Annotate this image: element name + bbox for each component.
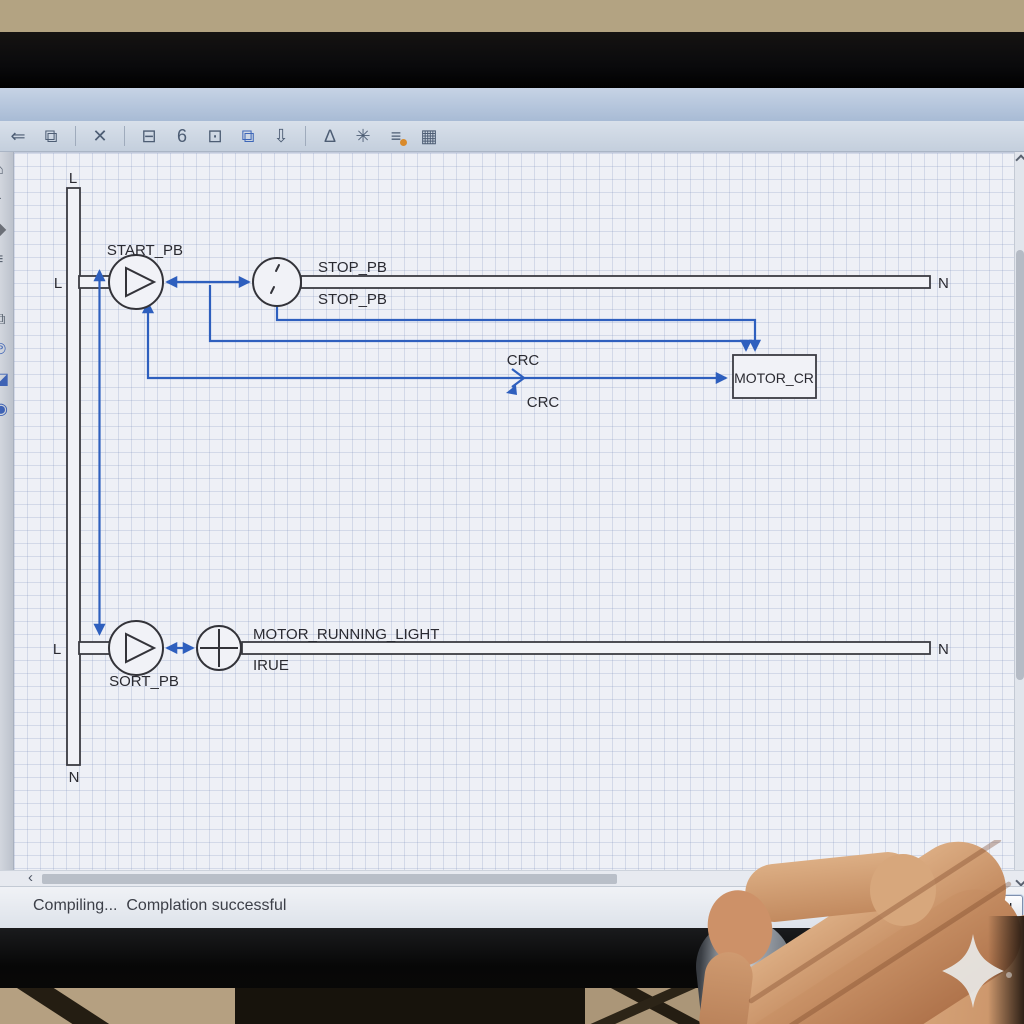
sidebar-home-icon[interactable]: ⌂ [0, 162, 4, 178]
ladder-canvas[interactable] [14, 152, 1014, 871]
grid-icon[interactable]: ▦ [420, 126, 438, 146]
toolbar-separator [75, 126, 76, 146]
ladder-diagram: L N L N L N START_PB STOP_PB STOP_PB CRC… [53, 170, 949, 786]
sort-lines-icon[interactable]: ≡ [384, 124, 408, 148]
hand-knuckle [870, 854, 936, 926]
accent-dot [400, 139, 407, 146]
copy-icon[interactable]: ⧉ [44, 126, 58, 146]
rung1-left-stub[interactable] [78, 275, 112, 289]
start-pb-triangle-icon [125, 266, 157, 298]
rung2-rail[interactable] [241, 641, 931, 655]
label-crc-below: CRC [527, 394, 560, 411]
sort-pb-triangle-icon [125, 632, 157, 664]
paste-icon[interactable]: ⧉ [241, 126, 255, 146]
stop-pb-mark-bottom [270, 286, 275, 294]
monitor-stand-leg [0, 988, 133, 1024]
wire-feedback-to-coil[interactable] [141, 301, 728, 385]
stop-pb-mark-top [275, 264, 280, 272]
title-bar [0, 88, 1024, 122]
compile-status-text: Compiling... Complation successful [33, 897, 287, 914]
crc-chevron[interactable] [511, 368, 526, 388]
sidebar-target-icon[interactable]: ◉ [0, 402, 8, 418]
label-rung1-right: N [938, 275, 949, 292]
rung2-left-stub[interactable] [78, 641, 112, 655]
monitor-bezel-top [0, 32, 1024, 88]
back-icon[interactable]: ⇐ [10, 126, 26, 146]
label-rung2-left: L [53, 641, 61, 658]
toolbar-icons: ⇐ ⧉ ✕ ⊟ 6 ⊡ ⧉ ⇩ ∆ ✳ ≡ ▦ [0, 121, 1024, 152]
vertical-scroll-thumb[interactable] [1016, 250, 1024, 680]
label-rung2-right: N [938, 641, 949, 658]
delete-icon[interactable]: ✕ [92, 126, 108, 146]
sidebar-pages-icon[interactable]: ⧉ [0, 312, 5, 328]
label-rail-top: L [69, 170, 77, 187]
left-power-rail[interactable] [66, 187, 81, 766]
sidebar-layers-icon[interactable]: ◪ [0, 372, 9, 388]
sidebar-contact-icon[interactable]: ⊦ [0, 192, 2, 208]
application-window: PLC Program - Water Treatment Plant LD ⇐… [0, 88, 1024, 929]
sort-pb-contact[interactable] [108, 620, 164, 676]
undo-icon[interactable]: 6 [176, 126, 187, 146]
label-stop-pb-below: STOP_PB [318, 291, 387, 308]
scroll-left-icon[interactable]: ‹ [28, 869, 33, 886]
label-crc-above: CRC [507, 352, 540, 369]
label-stop-pb-above: STOP_PB [318, 259, 387, 276]
toolbar-separator [124, 126, 125, 146]
rung1-rail[interactable] [300, 275, 931, 289]
archive-icon[interactable]: ⊡ [207, 126, 223, 146]
download-arrow-icon[interactable]: ⇩ [273, 126, 289, 146]
sidebar-stamp-icon[interactable]: ◆ [0, 222, 6, 238]
toolbar-separator [305, 126, 306, 146]
user-hand [560, 840, 1024, 1024]
sidebar-lines-icon[interactable]: ≡ [0, 252, 3, 268]
label-sort-pb: SORT_PB [109, 673, 179, 690]
wire-stop-to-coil-top[interactable] [275, 306, 762, 352]
crc-branch-arrow [506, 385, 517, 395]
bell-icon[interactable]: ∆ [324, 126, 336, 146]
scatter-icon[interactable]: ✳ [355, 126, 371, 146]
vertical-scrollbar[interactable] [1014, 152, 1024, 870]
desk-patch-left [0, 988, 235, 1024]
sparkle-dot [1006, 972, 1012, 978]
desk-patch-center [585, 988, 703, 1024]
motor-cr-coil-block[interactable] [732, 354, 817, 399]
label-start-pb: START_PB [107, 242, 183, 259]
side-tool-rail: ⌂⊦◆≡/⧉℗◪◉ [0, 152, 14, 870]
label-rung1-left: L [54, 275, 62, 292]
label-motor-cr: MOTOR_CR [734, 370, 814, 386]
horizontal-scroll-thumb[interactable] [42, 874, 617, 884]
label-true-value: IRUE [253, 657, 289, 674]
scroll-up-icon[interactable] [1015, 154, 1024, 166]
save-icon[interactable]: ⊟ [141, 126, 157, 146]
label-motor-running-light: MOTOR_RUNNING_LIGHT [253, 626, 439, 643]
stop-pb-contact[interactable] [252, 257, 302, 307]
wire-branch-to-coil-top[interactable] [208, 285, 753, 352]
label-rail-bottom: N [69, 769, 80, 786]
sidebar-power-icon[interactable]: ℗ [0, 342, 6, 358]
start-pb-contact[interactable] [108, 254, 164, 310]
sparkle-watermark-icon [942, 934, 1004, 1008]
